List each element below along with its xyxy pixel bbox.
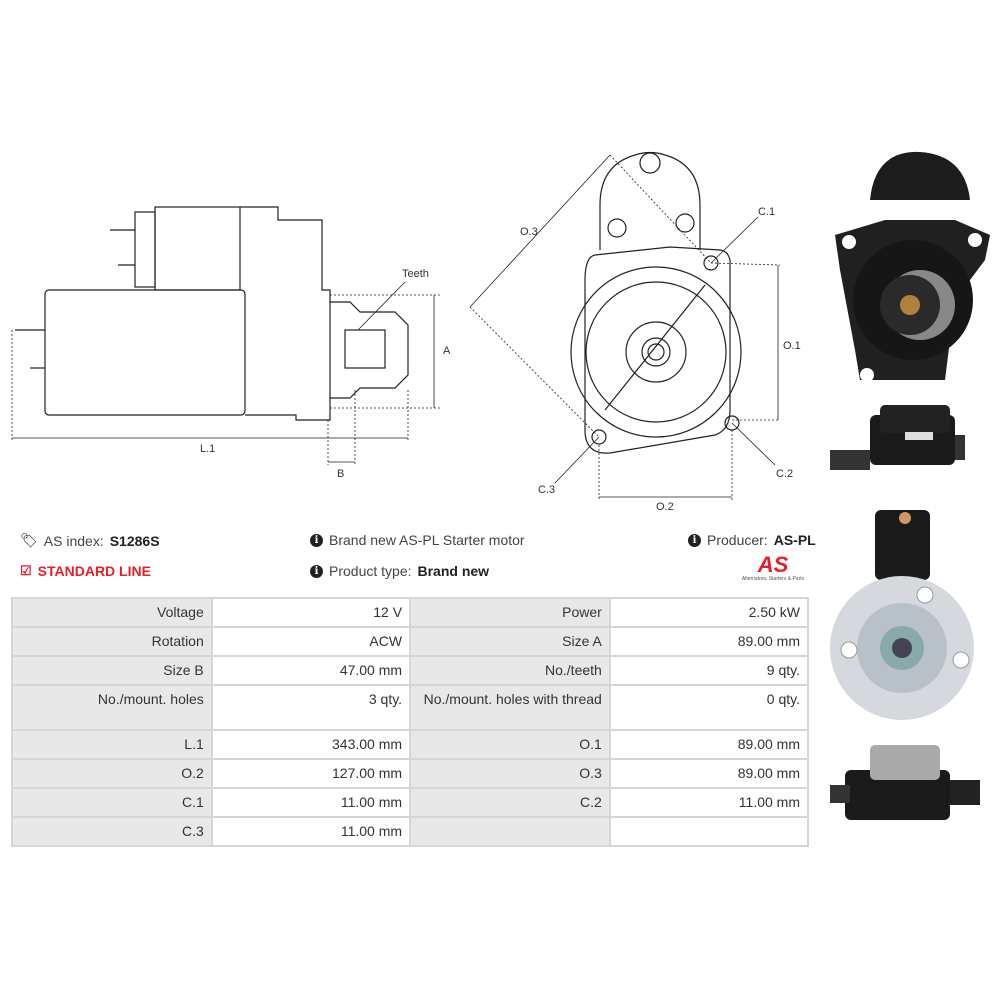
spec-label: O.2 [11,758,213,789]
spec-value: 89.00 mm [608,729,810,760]
spec-value: 12 V [210,597,412,628]
description-text: Brand new AS-PL Starter motor [329,532,525,548]
info-icon: i [310,533,323,547]
producer-label: Producer: [707,532,768,548]
dim-o2-label: O.2 [656,501,674,513]
tag-icon: 🏷︎ [20,532,38,548]
spec-label: O.3 [409,758,611,789]
spec-value: 3 qty. [210,684,412,731]
teeth-label: Teeth [402,268,429,280]
info-icon: i [310,564,323,578]
spec-value: 11.00 mm [210,787,412,818]
spec-value [608,816,810,847]
side-view-diagram: Teeth A B L.1 [11,206,450,480]
product-type-label: Product type: [329,563,412,579]
spec-value: 2.50 kW [608,597,810,628]
spec-label: C.1 [11,787,213,818]
standard-line-text: STANDARD LINE [37,563,151,579]
logo-text: AS [757,552,789,577]
spec-label: Power [409,597,611,628]
spec-value: ACW [210,626,412,657]
spec-value: 9 qty. [608,655,810,686]
front-view-diagram: O.3 C.1 O.1 C.2 C.3 O.2 [469,151,801,513]
info-icon: i [688,533,701,547]
dim-o3-label: O.3 [520,226,538,238]
spec-label: C.3 [11,816,213,847]
spec-value: 127.00 mm [210,758,412,789]
photo-side-view [830,405,965,470]
spec-value: 89.00 mm [608,758,810,789]
dim-c1-label: C.1 [758,206,775,218]
spec-label: No./mount. holes with thread [409,684,611,731]
dim-c3-label: C.3 [538,484,555,496]
product-description: i Brand new AS-PL Starter motor [310,532,525,548]
dim-a-label: A [443,345,450,357]
as-index: 🏷︎ AS index: S1286S [20,532,160,549]
checkbox-icon: ☑ [20,563,32,578]
spec-label: Size B [11,655,213,686]
dim-b-label: B [337,468,344,480]
spec-value: 47.00 mm [210,655,412,686]
spec-value: 11.00 mm [608,787,810,818]
spec-value: 0 qty. [608,684,810,731]
spec-label: L.1 [11,729,213,760]
spec-value: 89.00 mm [608,626,810,657]
dim-l1-label: L.1 [200,443,215,455]
spec-label: O.1 [409,729,611,760]
logo-tagline: Alternators, Starters & Parts [741,576,805,582]
spec-value: 343.00 mm [210,729,412,760]
spec-label: C.2 [409,787,611,818]
as-pl-logo: AS Alternators, Starters & Parts [733,552,813,583]
product-photos [830,151,990,820]
spec-value: 11.00 mm [210,816,412,847]
spec-label [409,816,611,847]
producer-value: AS-PL [773,532,816,548]
spec-label: Rotation [11,626,213,657]
photo-front-view [835,151,990,382]
dim-o1-label: O.1 [783,340,801,352]
product-type: i Product type: Brand new [310,563,489,579]
photo-side-view-2 [830,745,980,820]
as-index-value: S1286S [109,532,160,549]
spec-label: No./teeth [409,655,611,686]
standard-line-badge: ☑ STANDARD LINE [20,563,151,579]
spec-label: Size A [409,626,611,657]
photo-rear-view [830,510,974,720]
dim-c2-label: C.2 [776,468,793,480]
producer: i Producer: AS-PL [688,532,816,548]
product-type-value: Brand new [417,563,490,579]
spec-label: Voltage [11,597,213,628]
spec-label: No./mount. holes [11,684,213,731]
as-index-label: AS index: [43,532,104,549]
